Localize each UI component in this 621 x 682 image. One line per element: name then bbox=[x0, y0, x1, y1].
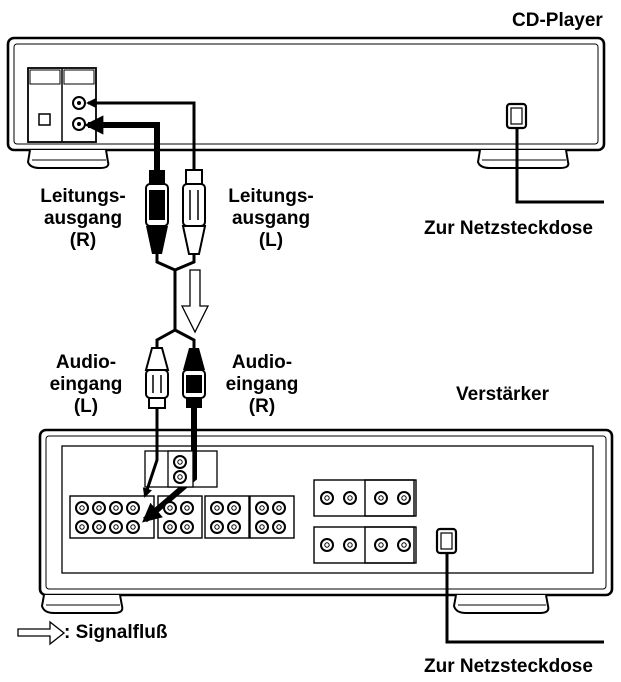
cd-power-outlet-label: Zur Netzsteckdose bbox=[424, 218, 593, 239]
jack-center bbox=[401, 542, 407, 548]
legend-signal-flow-label: : Signalfluß bbox=[64, 622, 168, 643]
jack-center bbox=[184, 524, 190, 530]
amp-jack-block-main bbox=[69, 495, 155, 539]
amp-jack-block-right-top-b bbox=[364, 479, 417, 517]
plug-in-right bbox=[182, 348, 206, 408]
legend-flow-arrow-icon bbox=[17, 620, 66, 646]
jack-center bbox=[130, 524, 136, 530]
amp-jack-block-right-bottom-a bbox=[313, 526, 415, 564]
jack-center bbox=[167, 505, 173, 511]
jack-center bbox=[259, 505, 265, 511]
jack-center bbox=[214, 524, 220, 530]
amp-jack-block-3 bbox=[249, 495, 295, 539]
jack-center bbox=[276, 524, 282, 530]
amp-jack-block-2 bbox=[204, 495, 250, 539]
amp-jack-block-right-top-a bbox=[313, 479, 415, 517]
jack-center bbox=[231, 505, 237, 511]
amplifier-unit bbox=[38, 428, 614, 614]
cd-power-inlet bbox=[505, 102, 528, 130]
amp-jack-block-right-bottom-b bbox=[364, 526, 417, 564]
cd-player-label: CD-Player bbox=[512, 10, 603, 31]
cd-terminal-panel bbox=[27, 67, 97, 143]
jack-center bbox=[276, 505, 282, 511]
cd-out-right-wire bbox=[84, 115, 160, 170]
amp-power-outlet-label: Zur Netzsteckdose bbox=[424, 656, 593, 677]
amp-audio-in-right-label: Audio- eingang (R) bbox=[225, 352, 299, 417]
plug-in-left bbox=[144, 347, 170, 409]
jack-center bbox=[401, 495, 407, 501]
jack-center bbox=[378, 542, 384, 548]
stereo-cable bbox=[155, 254, 196, 348]
jack-center bbox=[259, 524, 265, 530]
cd-line-out-right-label: Leitungs- ausgang (R) bbox=[40, 186, 126, 251]
cd-line-out-left-label: Leitungs- ausgang (L) bbox=[228, 186, 314, 251]
jack-center bbox=[324, 542, 330, 548]
jack-center bbox=[177, 474, 183, 480]
jack-center bbox=[184, 505, 190, 511]
amplifier-label: Verstärker bbox=[456, 384, 549, 405]
jack-center bbox=[79, 524, 85, 530]
jack-center bbox=[113, 505, 119, 511]
amp-input-jacks bbox=[69, 455, 417, 564]
amp-power-cord bbox=[445, 553, 604, 644]
jack-center bbox=[177, 459, 183, 465]
plug-out-left bbox=[181, 169, 207, 255]
jack-center bbox=[96, 505, 102, 511]
cd-line-out-jacks bbox=[72, 96, 86, 131]
signal-flow-arrow bbox=[180, 269, 210, 334]
jack-center bbox=[96, 524, 102, 530]
jack-center bbox=[167, 524, 173, 530]
jack-center bbox=[231, 524, 237, 530]
cd-out-left-wire bbox=[86, 98, 196, 170]
cd-power-cord bbox=[515, 128, 604, 204]
jack-center bbox=[324, 495, 330, 501]
jack-center bbox=[347, 542, 353, 548]
jack-center bbox=[214, 505, 220, 511]
plug-out-right bbox=[145, 170, 169, 254]
jack-center bbox=[79, 505, 85, 511]
jack-center bbox=[130, 505, 136, 511]
jack-center bbox=[378, 495, 384, 501]
jack-center bbox=[113, 524, 119, 530]
jack-center bbox=[347, 495, 353, 501]
amp-power-inlet bbox=[435, 527, 458, 555]
amp-jack-block-1 bbox=[157, 495, 203, 539]
amp-in-right-wire bbox=[142, 408, 197, 523]
amp-audio-in-left-label: Audio- eingang (L) bbox=[49, 352, 123, 417]
amp-in-left-wire bbox=[142, 408, 159, 498]
